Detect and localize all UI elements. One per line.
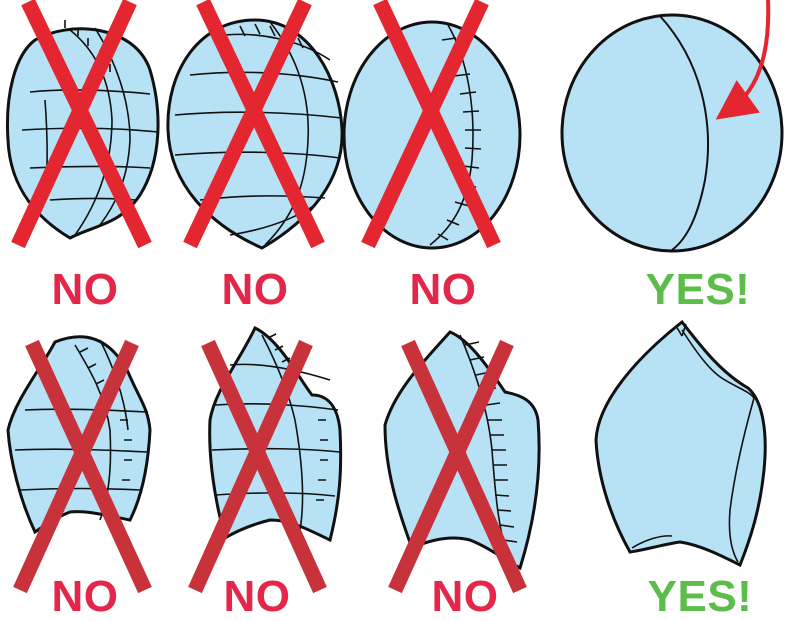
verdict-label-r1c2: NO (170, 268, 340, 312)
verdict-label-r1c4: YES! (613, 268, 783, 312)
verdict-label-r2c1: NO (0, 575, 170, 619)
shape-pointed-4 (596, 322, 765, 565)
shape-round-2 (168, 20, 342, 248)
verdict-label-r1c3: NO (358, 268, 528, 312)
verdict-label-r1c1: NO (0, 268, 170, 312)
verdict-label-r2c4: YES! (615, 575, 785, 619)
shape-round-3 (344, 22, 520, 248)
verdict-label-r2c3: NO (380, 575, 550, 619)
shape-round-4 (562, 15, 782, 251)
verdict-label-r2c2: NO (172, 575, 342, 619)
